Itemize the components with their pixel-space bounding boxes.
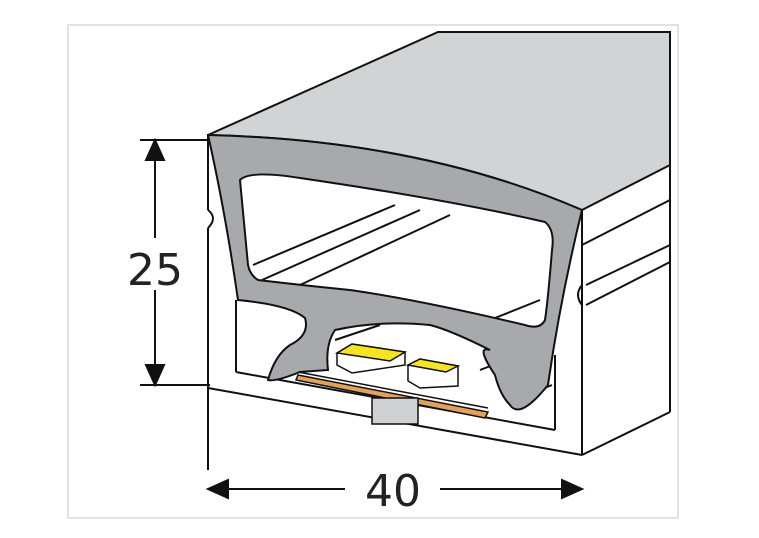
connector-block: [371, 397, 419, 425]
height-label: 25: [127, 245, 183, 296]
profile-cross-section: [206, 133, 584, 411]
height-dimension: [140, 137, 210, 388]
pcb-strip: [294, 374, 490, 419]
width-dimension: [205, 478, 585, 500]
width-label: 40: [365, 466, 421, 517]
led-chip: [405, 358, 461, 389]
led-chip: [334, 343, 408, 374]
pcb-strip-top: [297, 371, 489, 409]
profile-right-side: [577, 165, 671, 456]
